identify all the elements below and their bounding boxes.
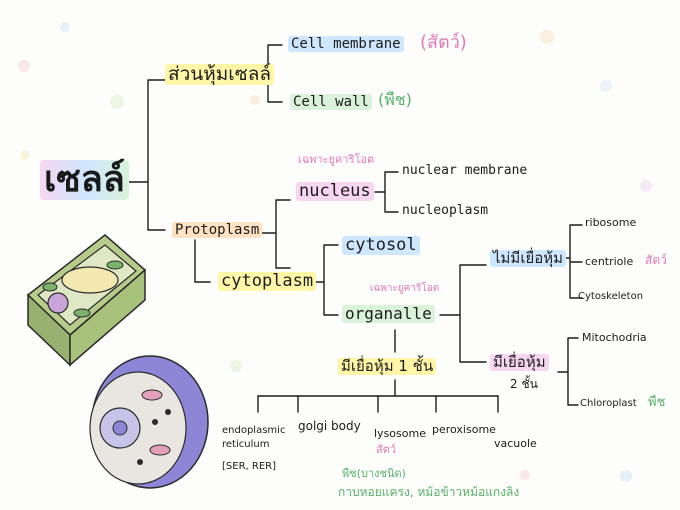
double-membrane-label-2: 2 ชั้น — [510, 377, 538, 391]
chloroplast-note: พืช — [648, 395, 666, 410]
vacuole-note-body: กาบหอยแครง, หม้อข้าวหม้อแกงลิง — [338, 485, 520, 499]
mitochondria-label: Mitochodria — [582, 331, 647, 344]
cell-envelope-label: ส่วนหุ้มเซลล์ — [165, 64, 274, 85]
cytosol-label: cytosol — [342, 236, 420, 255]
er-label: endoplasmic reticulum — [222, 425, 286, 450]
nuclear-membrane-label: nuclear membrane — [402, 163, 528, 178]
decor-dot — [540, 30, 554, 44]
decor-dot — [640, 180, 652, 192]
decor-dot — [250, 95, 260, 105]
nucleus-note: เฉพาะยูคาริโอต — [298, 153, 375, 166]
er-sub-label: [SER, RER] — [222, 461, 276, 472]
peroxisome-label: peroxisome — [432, 423, 496, 436]
animal-cell-illustration — [89, 355, 209, 489]
ribosome-label: ribosome — [585, 216, 637, 229]
cell-wall-label: Cell wall — [290, 94, 372, 110]
decor-dot — [110, 95, 124, 109]
organelle-label: organalle — [342, 305, 435, 323]
protoplasm-label: Protoplasm — [172, 222, 263, 238]
decor-dot — [18, 60, 30, 72]
plant-cell-illustration — [26, 234, 147, 367]
cytoskeleton-label: Cytoskeleton — [578, 291, 644, 302]
vacuole-label: vacuole — [494, 437, 537, 450]
cell-wall-note: (พืช) — [378, 90, 412, 109]
double-membrane-label: มีเยื่อหุ้ม — [490, 354, 549, 371]
single-membrane-label: มีเยื่อหุ้ม 1 ชั้น — [338, 358, 437, 375]
lysosome-label: lysosome — [374, 427, 426, 440]
vacuole-note-title: พืช(บางชนิด) — [342, 467, 406, 480]
decor-dot — [230, 360, 242, 372]
chloroplast-label: Chloroplast — [580, 398, 637, 409]
decor-dot — [520, 470, 530, 480]
centriole-label: centriole — [585, 255, 634, 268]
cell-membrane-label: Cell membrane — [288, 36, 404, 52]
root-label: เซลล์ — [40, 160, 129, 200]
cytoplasm-label: cytoplasm — [218, 272, 317, 291]
decor-dot — [60, 22, 70, 32]
organelle-note: เฉพาะยูคาริโอต — [370, 283, 440, 294]
lysosome-note: สัตว์ — [376, 443, 397, 456]
nucleus-label: nucleus — [296, 182, 374, 201]
decor-dot — [620, 470, 632, 482]
cell-membrane-note: (สัตว์) — [420, 32, 467, 53]
no-membrane-label: ไม่มีเยื่อหุ้ม — [490, 250, 567, 267]
nucleoplasm-label: nucleoplasm — [402, 203, 489, 218]
centriole-note: สัตว์ — [645, 253, 667, 267]
decor-dot — [20, 150, 30, 160]
golgi-label: golgi body — [298, 419, 361, 433]
decor-dot — [600, 80, 612, 92]
